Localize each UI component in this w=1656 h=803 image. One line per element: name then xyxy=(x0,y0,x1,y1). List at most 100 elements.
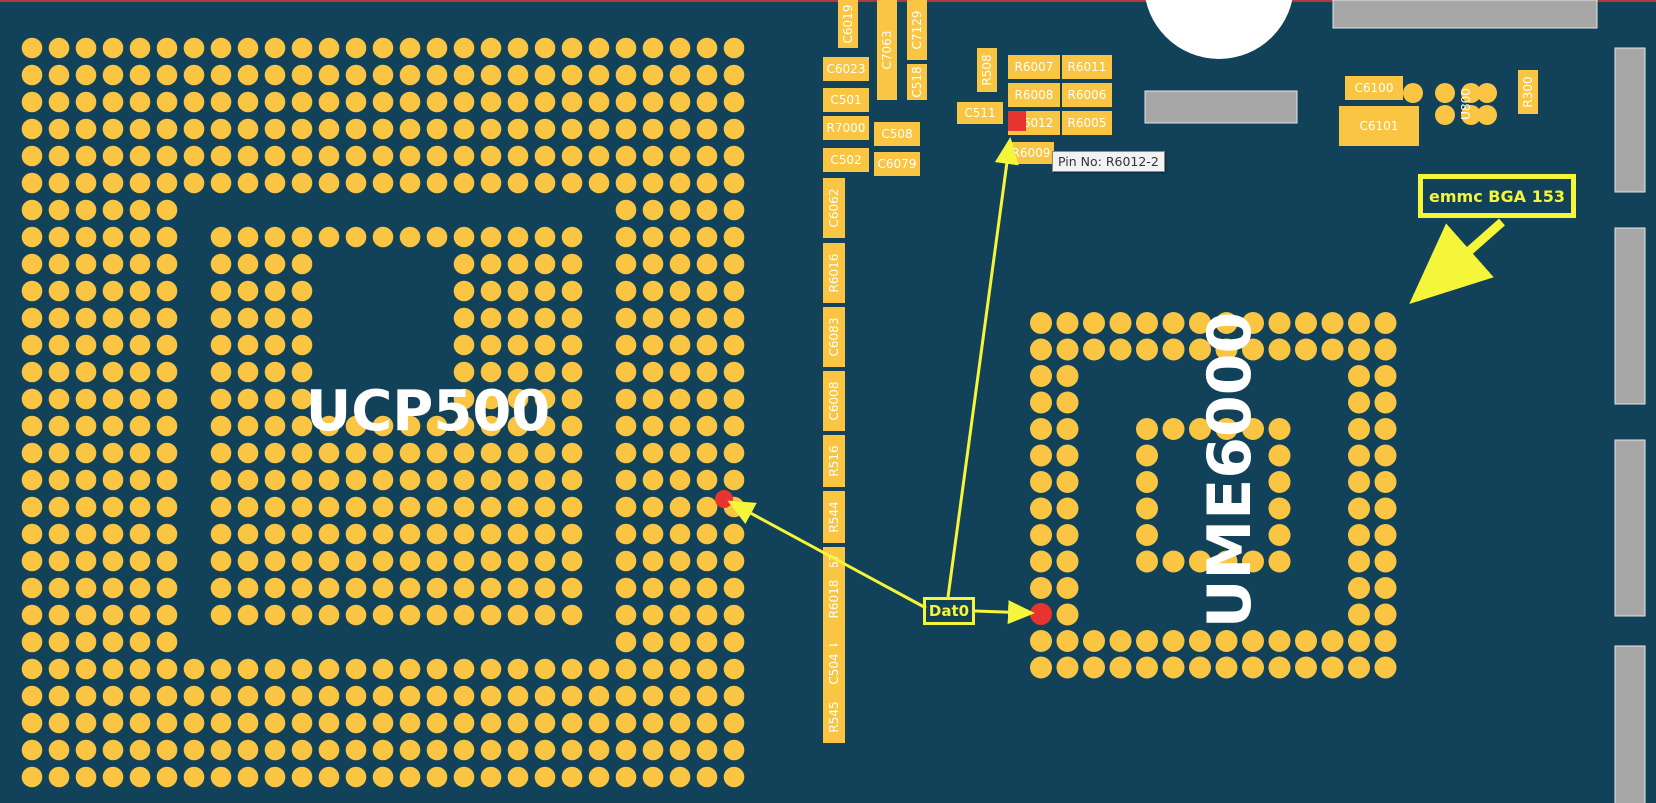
smd-component[interactable] xyxy=(823,57,869,81)
smd-component[interactable] xyxy=(1062,83,1112,107)
pin-tooltip: Pin No: R6012-2 xyxy=(1052,151,1165,172)
bga-pad xyxy=(1056,524,1079,546)
bga-pad xyxy=(345,523,367,545)
bga-pad xyxy=(372,496,394,518)
bga-pad xyxy=(1268,338,1291,361)
bga-pad xyxy=(1162,312,1185,334)
bga-pad xyxy=(129,199,151,221)
bga-pad xyxy=(669,442,691,464)
bga-pad xyxy=(156,388,178,410)
bga-pad xyxy=(21,712,43,734)
bga-pad xyxy=(210,442,232,464)
bga-pad xyxy=(453,388,475,410)
bga-pad xyxy=(399,496,421,518)
bga-pad xyxy=(1348,365,1370,387)
bga-pad xyxy=(1348,524,1370,546)
smd-component[interactable] xyxy=(1008,83,1060,107)
smd-component[interactable] xyxy=(1008,142,1054,164)
bga-pad xyxy=(696,118,718,140)
bga-pad xyxy=(1083,656,1105,679)
bga-pad xyxy=(1374,418,1397,440)
bga-pad xyxy=(345,550,367,572)
smd-component[interactable] xyxy=(977,48,997,92)
smd-component[interactable] xyxy=(1339,106,1419,146)
bga-pad xyxy=(723,307,745,329)
bga-pad xyxy=(237,712,259,734)
bga-pad xyxy=(48,64,70,86)
bga-pad xyxy=(480,739,502,761)
smd-component[interactable] xyxy=(823,243,845,303)
bga-pad xyxy=(453,415,475,437)
bga-pad xyxy=(588,658,610,680)
bga-pad xyxy=(291,361,313,383)
smd-component[interactable] xyxy=(823,88,869,112)
smd-component[interactable] xyxy=(877,0,897,100)
bga-pad xyxy=(264,37,286,59)
bga-pad xyxy=(291,577,313,599)
bga-pad xyxy=(588,118,610,140)
bga-pad xyxy=(264,280,286,302)
smd-component[interactable] xyxy=(1008,55,1060,79)
smd-component[interactable] xyxy=(874,122,920,146)
smd-component[interactable] xyxy=(823,691,845,743)
smd-component[interactable] xyxy=(823,491,845,543)
component-label: R300 xyxy=(1521,76,1535,107)
bga-pad xyxy=(318,766,340,788)
bga-pad xyxy=(102,496,124,518)
smd-component[interactable] xyxy=(1062,111,1112,135)
bga-pad xyxy=(75,280,97,302)
smd-component[interactable] xyxy=(874,152,920,176)
bga-pad xyxy=(1268,524,1291,546)
bga-pad xyxy=(318,64,340,86)
bga-pad xyxy=(48,415,70,437)
ucp500-dat0-pad[interactable] xyxy=(715,490,733,508)
component-label: R6011 xyxy=(1068,60,1107,74)
smd-component[interactable] xyxy=(823,371,845,431)
smd-component[interactable] xyxy=(1518,70,1538,114)
bga-pad xyxy=(534,253,556,275)
bga-pad xyxy=(669,307,691,329)
component-label: R6009 xyxy=(1012,146,1051,160)
bga-pad xyxy=(1215,338,1238,361)
smd-component[interactable] xyxy=(823,116,869,140)
bga-pad xyxy=(75,361,97,383)
smd-component[interactable] xyxy=(907,0,927,60)
bga-pad xyxy=(480,145,502,167)
smd-component[interactable] xyxy=(823,178,845,238)
bga-pad xyxy=(372,442,394,464)
bga-pad xyxy=(696,253,718,275)
bga-pad xyxy=(561,280,583,302)
bga-pad xyxy=(48,91,70,113)
smd-component[interactable] xyxy=(823,148,869,172)
smd-component[interactable] xyxy=(907,64,927,100)
bga-pad xyxy=(507,118,529,140)
bga-pad xyxy=(399,577,421,599)
smd-component[interactable] xyxy=(957,102,1003,124)
bga-pad xyxy=(426,415,448,437)
component-label: C502 xyxy=(830,153,861,167)
smd-component[interactable] xyxy=(1345,76,1403,100)
bga-pad xyxy=(615,739,637,761)
smd-component[interactable] xyxy=(823,646,845,692)
bga-pad xyxy=(399,172,421,194)
bga-pad xyxy=(1242,418,1264,440)
bga-pad xyxy=(318,442,340,464)
bga-pad xyxy=(642,496,664,518)
bga-pad xyxy=(75,307,97,329)
selected-pin-r6012-2[interactable] xyxy=(1008,111,1026,131)
component-label: R545 xyxy=(827,701,841,732)
ume6000-dat0-pad[interactable] xyxy=(1030,603,1052,625)
bga-pad xyxy=(156,37,178,59)
smd-component[interactable] xyxy=(823,567,845,631)
bga-pad xyxy=(480,415,502,437)
bga-pad xyxy=(1321,630,1344,652)
bga-pad xyxy=(75,469,97,491)
smd-component[interactable] xyxy=(823,435,845,487)
bga-pad xyxy=(237,415,259,437)
bga-pad xyxy=(129,739,151,761)
smd-component[interactable] xyxy=(838,0,858,48)
bga-pad xyxy=(264,658,286,680)
smd-component[interactable] xyxy=(1062,55,1112,79)
smd-component[interactable] xyxy=(823,307,845,367)
